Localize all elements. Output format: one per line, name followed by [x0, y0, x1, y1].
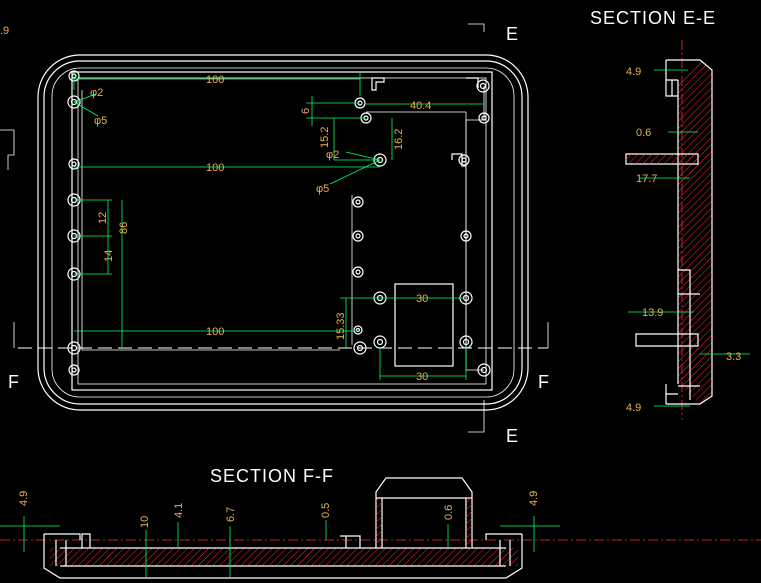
pcb-area-outline [81, 90, 340, 351]
hole [67, 341, 81, 355]
hole [458, 154, 470, 166]
ee-dim-4-9-bottom: 4.9 [626, 402, 641, 414]
ff-dim-0-5: 0.5 [320, 503, 332, 518]
dim-6: 6 [300, 108, 312, 114]
enclosure-outer [37, 54, 529, 411]
enclosure-outline-3 [51, 67, 515, 398]
left-marker [0, 129, 15, 170]
dim-diameter-5-top: φ5 [94, 115, 107, 127]
ff-plate-inner [60, 533, 506, 567]
top-bracket-2 [466, 77, 479, 88]
dim-diameter-2-mid: φ2 [326, 149, 339, 161]
hole [478, 112, 490, 124]
ff-dimension-lines [0, 516, 560, 578]
hole [460, 230, 472, 242]
hole [352, 196, 364, 208]
side-bracket [451, 153, 466, 167]
ee-bottom-lip [665, 384, 678, 404]
ee-dim-0-6: 0.6 [636, 127, 651, 139]
ee-wall-outline [666, 59, 713, 405]
hole [67, 95, 81, 109]
ff-dim-10: 10 [139, 516, 151, 528]
enclosure-inner-wall-2 [77, 77, 487, 385]
ff-boss-hatch-right [466, 498, 472, 548]
ff-dim-4-9-left: 4.9 [18, 491, 30, 506]
hole [68, 158, 80, 170]
ff-connector-boss [375, 477, 473, 548]
ee-dim-13-9: 13.9 [642, 307, 663, 319]
ff-plate-outline [43, 534, 523, 579]
section-e-arrow-bottom [468, 400, 485, 433]
ee-wall-hatch [678, 60, 712, 404]
section-ff-title: SECTION F-F [210, 466, 334, 486]
label-e-bottom: E [506, 426, 518, 446]
label-f-left: F [8, 372, 19, 392]
dim-bottom-100: 100 [206, 326, 224, 338]
plan-view: 100 100 100 φ2 φ5 φ2 φ5 6 15.2 16.2 40.4… [0, 23, 549, 446]
ff-dim-4-1: 4.1 [173, 503, 185, 518]
ff-right-wall [485, 533, 522, 566]
ee-top-lip [665, 60, 678, 97]
section-ff-view: SECTION F-F 4.9 10 4.1 6.7 0.5 0.6 [0, 466, 761, 579]
ee-dimension-lines [628, 69, 750, 407]
dim-15-33: 15.33 [335, 312, 347, 340]
plan-dimension-lines [73, 72, 484, 380]
section-ee-view: SECTION E-E 4.9 0.6 17.7 13.9 3.3 4.9 [590, 8, 750, 420]
hole [353, 325, 363, 335]
hole [352, 230, 364, 242]
label-f-right: F [538, 372, 549, 392]
ee-dim-17-7: 17.7 [636, 173, 657, 185]
ff-boss-hatch-left [376, 498, 382, 548]
enclosure-inner-wall [71, 71, 493, 391]
hole [477, 363, 491, 377]
ff-dim-0-6: 0.6 [443, 505, 455, 520]
enclosure-outline-2 [43, 60, 523, 405]
connector-cutout [394, 283, 454, 367]
top-bracket-1 [371, 77, 385, 91]
dim-top-100: 100 [206, 74, 224, 86]
hole [373, 335, 387, 349]
dim-40-4: 40.4 [410, 100, 431, 112]
ff-plate-hatch [50, 548, 518, 566]
ff-standoff [340, 535, 361, 548]
corner-fragment: .9 [0, 25, 9, 37]
dim-30-top: 30 [416, 293, 428, 305]
ff-left-wall [44, 533, 81, 566]
hole [353, 341, 367, 355]
dim-diameter-5-mid: φ5 [316, 183, 329, 195]
dim-86: 86 [118, 222, 130, 234]
section-ee-title: SECTION E-E [590, 8, 716, 28]
ee-boss-bottom [635, 333, 699, 347]
dim-12: 12 [97, 212, 109, 224]
section-e-path [465, 86, 485, 371]
ee-dim-3-3: 3.3 [726, 351, 741, 363]
dim-mid-100: 100 [206, 162, 224, 174]
ee-dim-4-9-top: 4.9 [626, 66, 641, 78]
dim-diameter-2-top: φ2 [90, 87, 103, 99]
label-e-top: E [506, 24, 518, 44]
ff-dim-6-7: 6.7 [225, 507, 237, 522]
hole [476, 79, 490, 93]
ff-dim-4-9-right: 4.9 [528, 491, 540, 506]
ee-rib [678, 269, 700, 400]
dim-30-bottom: 30 [416, 371, 428, 383]
dim-16-2: 16.2 [393, 129, 405, 150]
mounting-holes [67, 70, 491, 377]
dim-15-2: 15.2 [319, 127, 331, 148]
hole [68, 364, 80, 376]
ee-boss-hatch [626, 154, 698, 164]
section-e-arrow-top [468, 23, 485, 32]
dim-14: 14 [103, 250, 115, 262]
hole [352, 266, 364, 278]
